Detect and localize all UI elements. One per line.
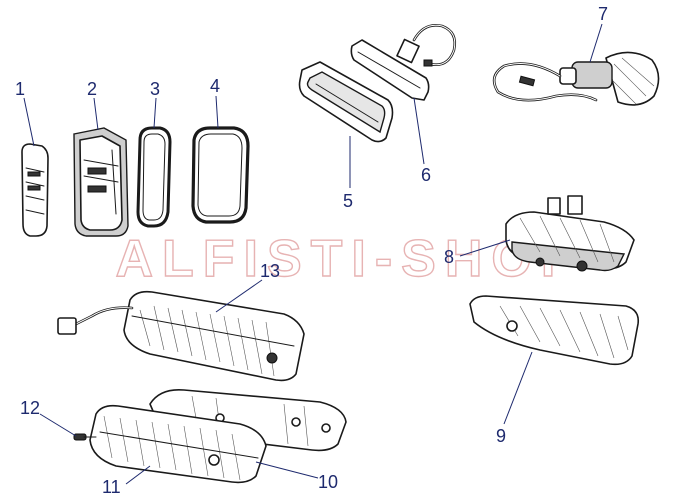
part-9-long-lens (469, 295, 640, 366)
callout-7: 7 (598, 4, 608, 24)
leader-6 (413, 97, 425, 165)
callout-11: 11 (102, 477, 121, 497)
callout-9: 9 (496, 426, 506, 446)
part-12-screw (73, 433, 97, 441)
part-1-side-lens (21, 143, 49, 237)
callout-13: 13 (260, 261, 280, 281)
part-11-front-lens (89, 404, 267, 484)
callout-1: 1 (15, 79, 25, 99)
leader-10 (255, 461, 319, 479)
part-6-marker-lamp (350, 24, 457, 101)
leader-7 (589, 23, 603, 63)
callout-2: 2 (87, 79, 97, 99)
leader-4 (215, 95, 219, 129)
callout-10: 10 (318, 472, 338, 492)
watermark-text: ALFISTI-SHOP (115, 230, 584, 288)
leader-11 (125, 465, 151, 485)
leader-8 (459, 239, 511, 257)
leader-9 (503, 351, 533, 425)
callout-5: 5 (343, 191, 353, 211)
callout-6: 6 (421, 165, 431, 185)
part-4-seal (191, 126, 250, 224)
part-7-bulb-socket (492, 51, 660, 106)
part-2-lamp-housing (73, 127, 129, 237)
part-3-gasket (136, 126, 172, 228)
callout-12: 12 (20, 398, 40, 418)
part-13-indicator-housing (57, 290, 305, 382)
callout-4: 4 (210, 76, 220, 96)
leader-3 (153, 97, 157, 129)
callout-8: 8 (444, 247, 454, 267)
leader-2 (93, 97, 99, 131)
part-5-marker-lens (298, 61, 394, 143)
callout-3: 3 (150, 79, 160, 99)
leader-13 (215, 279, 263, 313)
leader-1 (23, 97, 35, 147)
leader-12 (39, 413, 77, 437)
part-8-indicator-assembly (505, 195, 635, 272)
